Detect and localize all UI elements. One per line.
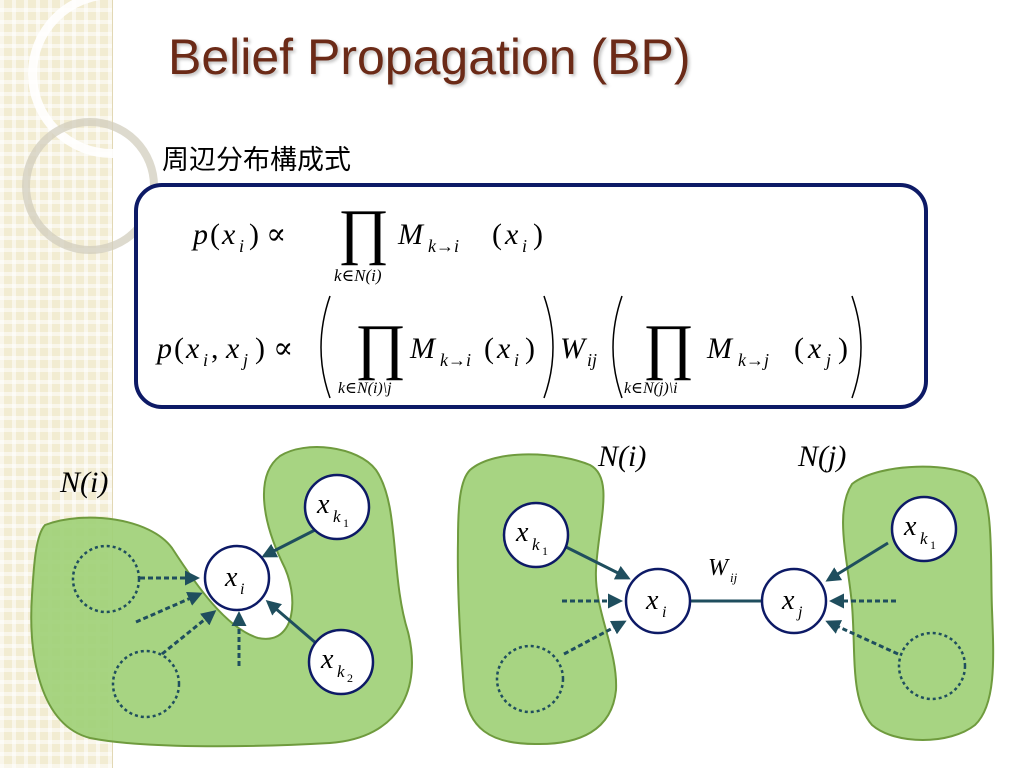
f2-under-2: k∈N(j)\i bbox=[624, 380, 678, 397]
f2-lhs-fn: p bbox=[155, 332, 172, 365]
dotted-arrow-nj-2 bbox=[825, 620, 899, 656]
f2-x2: x bbox=[225, 332, 240, 365]
f2-arg1-var: x bbox=[496, 332, 511, 365]
f1-msg: M bbox=[397, 218, 425, 251]
region-ni bbox=[456, 453, 618, 746]
f2-msg-sub-1: k→i bbox=[440, 350, 471, 370]
hidden-neighbor-nj bbox=[897, 631, 967, 701]
f2-arg1-open: ( bbox=[484, 332, 494, 365]
node-xi-right-var: x bbox=[645, 585, 659, 616]
f2-msg-1: M bbox=[409, 332, 437, 365]
f2-close-paren: ) bbox=[255, 332, 265, 365]
node-xk2-left-sub: k bbox=[337, 662, 345, 681]
dotted-arrow-3 bbox=[161, 610, 217, 656]
node-xk1-ni-subsub: 1 bbox=[542, 544, 548, 558]
f2-arg2-close: ) bbox=[838, 332, 848, 365]
f2-sub-j: j bbox=[241, 350, 248, 370]
message-arrow-nj bbox=[825, 541, 889, 582]
f2-comma: , bbox=[211, 332, 219, 365]
f2-arg1-close: ) bbox=[525, 332, 535, 365]
f2-msg-2: M bbox=[706, 332, 734, 365]
dotted-arrow-ni-2 bbox=[563, 620, 627, 656]
formula-marginal: p ( x i ) ∝ ∏ k∈N(i) M k→i ( x i ) bbox=[191, 198, 543, 285]
f2-big-paren-r1 bbox=[543, 295, 554, 399]
f1-msg-sub: k→i bbox=[428, 236, 459, 256]
f2-open-paren: ( bbox=[174, 332, 184, 365]
f1-close-paren: ) bbox=[249, 218, 259, 251]
f1-arg-sub: i bbox=[522, 236, 527, 256]
f2-under-1: k∈N(i)\j bbox=[338, 380, 392, 397]
diagram-right: N(i) N(j) W ij x k 1 x i x j x k 1 bbox=[456, 440, 995, 746]
node-xj-right bbox=[760, 567, 828, 635]
node-xk2-left-var: x bbox=[320, 644, 334, 675]
f2-weight: W bbox=[560, 332, 588, 365]
node-xi-right bbox=[624, 567, 692, 635]
ni-region-label: N(i) bbox=[597, 440, 646, 473]
f1-lhs-fn: p bbox=[191, 218, 208, 251]
f1-open-paren: ( bbox=[210, 218, 220, 251]
f2-proportional: ∝ bbox=[273, 332, 293, 365]
node-xj-right-sub: j bbox=[796, 604, 803, 621]
node-xk1-ni-var: x bbox=[515, 517, 529, 548]
message-arrow-k1 bbox=[261, 528, 316, 558]
f1-arg-close: ) bbox=[533, 218, 543, 251]
f2-arg2-sub: j bbox=[824, 350, 831, 370]
diagram-left: N(i) x i x k 1 x k 2 bbox=[30, 446, 413, 748]
edge-label-sub: ij bbox=[730, 570, 738, 585]
slide-subtitle: 周辺分布構成式 bbox=[162, 145, 351, 176]
nj-region-label: N(j) bbox=[797, 440, 846, 473]
f1-arg: x bbox=[504, 218, 519, 251]
node-xk1-nj-sub: k bbox=[920, 529, 928, 548]
left-region-label: N(i) bbox=[59, 466, 108, 499]
node-xk1-left-subsub: 1 bbox=[343, 516, 349, 530]
message-arrow-ni bbox=[561, 543, 631, 580]
hidden-neighbor-circle-1 bbox=[71, 544, 141, 614]
f2-sub-i: i bbox=[203, 350, 208, 370]
f2-product-2: ∏ bbox=[643, 313, 694, 381]
node-xk1-ni-sub: k bbox=[532, 535, 540, 554]
edge-label-w: W bbox=[708, 555, 730, 581]
node-xk1-nj-subsub: 1 bbox=[930, 538, 936, 552]
f2-arg2-var: x bbox=[807, 332, 822, 365]
f2-product-1: ∏ bbox=[355, 313, 406, 381]
f1-lhs-sub: i bbox=[239, 236, 244, 256]
f1-arg-open: ( bbox=[492, 218, 502, 251]
node-xk1-nj bbox=[890, 495, 958, 563]
f2-big-paren-r2 bbox=[851, 295, 862, 399]
node-xk1-left-var: x bbox=[316, 489, 330, 520]
f1-under: k∈N(i) bbox=[334, 266, 382, 285]
node-xk2-left-subsub: 2 bbox=[347, 671, 353, 685]
dotted-arrow-2 bbox=[135, 591, 203, 624]
formula-box bbox=[134, 183, 928, 409]
slide-title: Belief Propagation (BP) bbox=[168, 29, 691, 85]
f1-lhs-var: x bbox=[221, 218, 236, 251]
hidden-neighbor-ni bbox=[495, 644, 565, 714]
f2-arg1-sub: i bbox=[514, 350, 519, 370]
node-xk1-left-sub: k bbox=[333, 507, 341, 526]
f1-product: ∏ bbox=[338, 198, 389, 266]
node-xi-left-var: x bbox=[224, 562, 238, 593]
f2-big-paren-l1 bbox=[320, 295, 331, 399]
decorative-sidebar bbox=[0, 0, 196, 768]
node-xk1-nj-var: x bbox=[903, 511, 917, 542]
node-xj-right-var: x bbox=[781, 585, 795, 616]
formula-pairwise: p ( x i , x j ) ∝ ∏ k∈N(i)\j M k→i ( x i… bbox=[155, 295, 862, 399]
f2-arg2-open: ( bbox=[794, 332, 804, 365]
node-xk1-left bbox=[303, 473, 371, 541]
f2-msg-sub-2: k→j bbox=[738, 350, 769, 370]
f1-proportional: ∝ bbox=[266, 218, 286, 251]
node-xi-left-sub: i bbox=[240, 581, 244, 598]
node-xk1-ni bbox=[502, 501, 570, 569]
node-xk2-left bbox=[307, 628, 375, 696]
hidden-neighbor-circle-2 bbox=[111, 649, 181, 719]
node-xi-right-sub: i bbox=[662, 604, 666, 621]
f2-x1: x bbox=[185, 332, 200, 365]
f2-big-paren-l2 bbox=[612, 295, 623, 399]
node-xi-left bbox=[203, 544, 271, 612]
f2-weight-sub: ij bbox=[587, 350, 597, 370]
